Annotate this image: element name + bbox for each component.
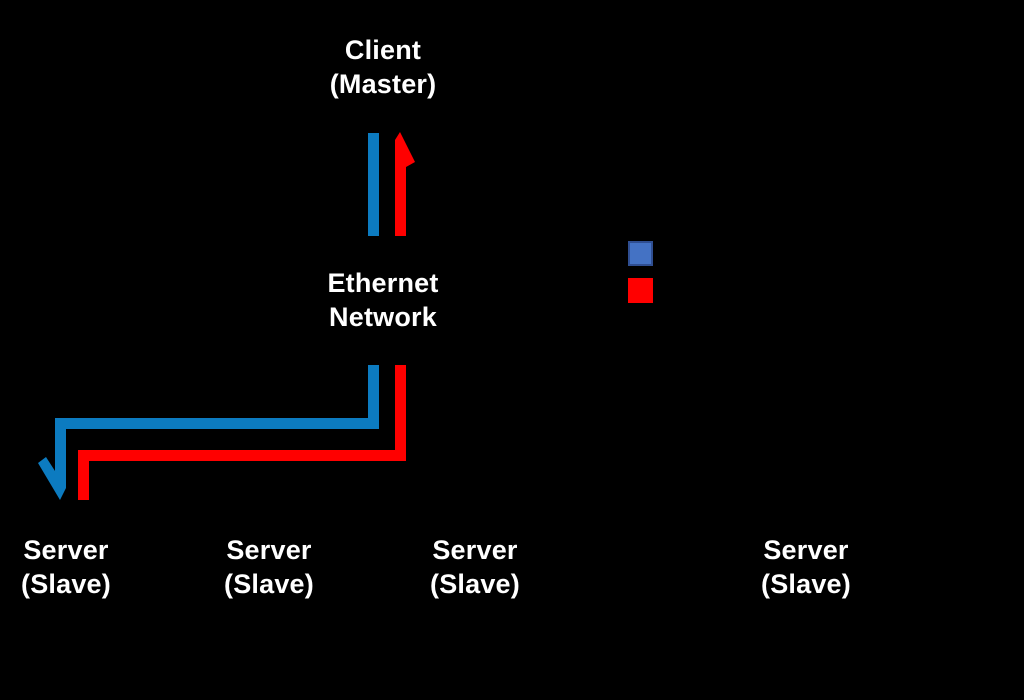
blue-line-riser xyxy=(55,418,66,488)
blue-line-drop xyxy=(368,365,379,425)
ethernet-network-label: Ethernet Network xyxy=(327,268,439,332)
red-arrowhead-up-icon xyxy=(395,132,415,167)
red-line-top xyxy=(395,147,406,236)
server-slave-label-1: Server (Slave) xyxy=(21,535,111,599)
server-slave-label-3: Server (Slave) xyxy=(430,535,520,599)
client-master-label: Client (Master) xyxy=(329,35,437,99)
blue-arrowhead-down-icon xyxy=(38,457,66,500)
blue-line-top xyxy=(368,133,379,236)
red-line-riser xyxy=(78,450,89,500)
legend-swatch-request xyxy=(628,241,653,266)
server-slave-label-2: Server (Slave) xyxy=(224,535,314,599)
legend-swatch-response xyxy=(628,278,653,303)
server-slave-label-4: Server (Slave) xyxy=(761,535,851,599)
blue-line-horizontal xyxy=(55,418,379,429)
red-line-horizontal xyxy=(78,450,406,461)
red-line-drop xyxy=(395,365,406,460)
